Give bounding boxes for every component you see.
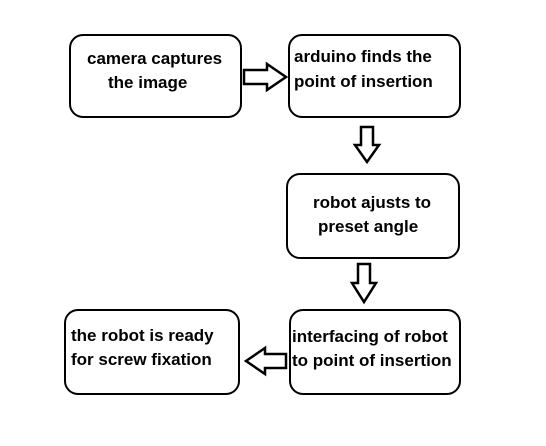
node-camera (69, 34, 242, 118)
node-ready-line-2: for screw fixation (71, 350, 212, 369)
node-interfacing-line-1: interfacing of robot (292, 327, 448, 346)
node-interfacing-line-2: to point of insertion (292, 351, 452, 370)
arrow-left-icon (243, 345, 288, 377)
node-ready-line-1: the robot is ready (71, 326, 214, 345)
arrow-down-icon (352, 125, 382, 165)
node-interfacing (289, 309, 461, 395)
node-arduino (288, 34, 461, 118)
node-arduino-line-2: point of insertion (294, 72, 433, 91)
node-camera-line-2: the image (108, 73, 188, 92)
node-camera-line-1: camera captures (87, 49, 223, 68)
node-robot-adjust-line-1: robot ajusts to (313, 193, 432, 212)
node-ready (64, 309, 240, 395)
arrow-down-icon (349, 262, 379, 305)
node-robot-adjust (286, 173, 460, 259)
node-robot-adjust-line-2: preset angle (318, 217, 419, 236)
node-arduino-line-1: arduino finds the (294, 47, 432, 66)
arrow-right-icon (242, 61, 289, 93)
